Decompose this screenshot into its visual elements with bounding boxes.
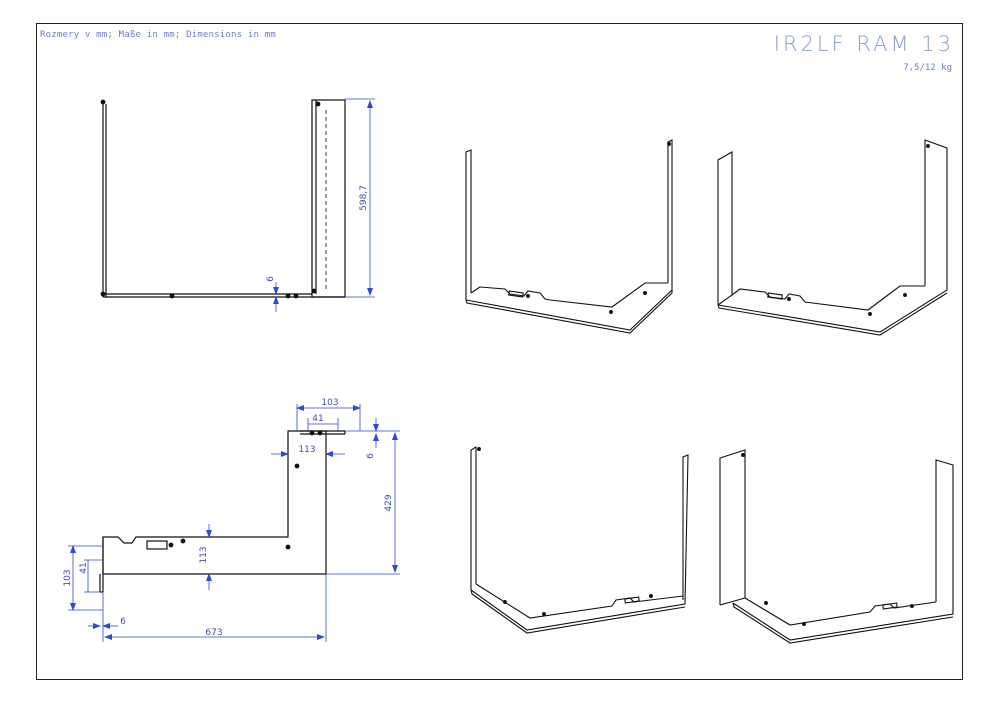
front-view <box>100 99 346 299</box>
dim-top-flange-total: 103 <box>321 398 338 408</box>
drawing-title: IR2LF RAM 13 <box>773 32 954 56</box>
front-dimensions <box>273 98 375 312</box>
plan-dimensions <box>68 404 400 642</box>
dim-top-thickness: 6 <box>366 453 376 459</box>
iso-view-4 <box>719 449 954 644</box>
dim-left-flange-total: 103 <box>63 569 73 586</box>
dim-notch-depth: 113 <box>199 546 209 563</box>
dim-front-thickness: 6 <box>266 276 276 282</box>
units-note: Rozmery v mm; Maße in mm; Dimensions in … <box>40 30 276 40</box>
iso-view-1 <box>465 139 673 334</box>
dim-left-thickness: 6 <box>120 617 126 627</box>
dim-right-depth: 429 <box>384 494 394 511</box>
dim-top-flange-inner: 41 <box>312 414 323 424</box>
iso-view-2 <box>717 139 948 336</box>
weight-label: 7,5/12 kg <box>903 63 952 73</box>
dim-overall-width: 673 <box>205 628 222 638</box>
iso-view-3 <box>470 446 689 634</box>
dim-top-flange-offset: 113 <box>298 445 315 455</box>
plan-view <box>99 430 346 593</box>
dim-front-height: 598,7 <box>359 185 369 211</box>
drawing-frame <box>36 23 963 680</box>
dim-left-flange-inner: 41 <box>79 562 89 573</box>
